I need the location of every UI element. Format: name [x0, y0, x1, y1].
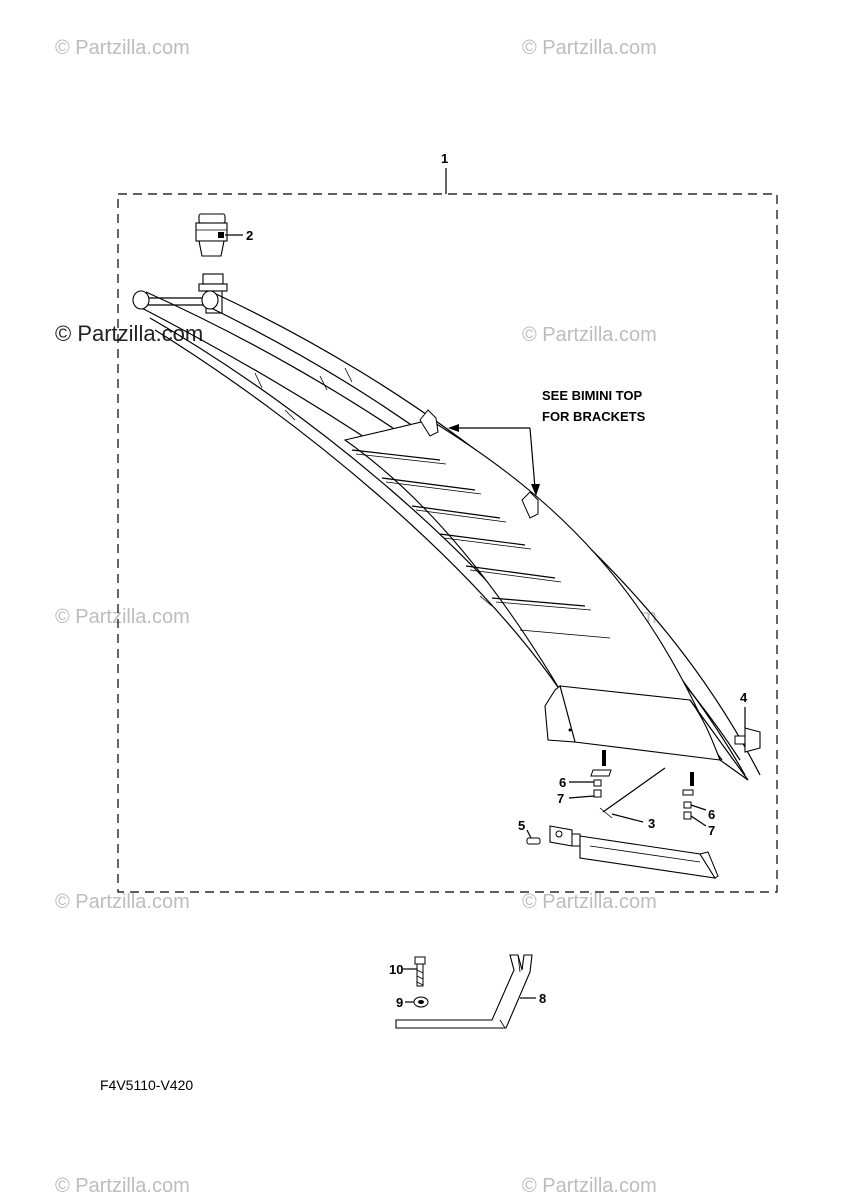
watermark: © Partzilla.com: [522, 324, 657, 346]
note-line-2: FOR BRACKETS: [542, 409, 646, 424]
part-5-pin: [526, 837, 541, 845]
callout-7a: 7: [557, 791, 564, 806]
part-2-cap: [195, 213, 228, 257]
callout-10: 10: [389, 962, 403, 977]
louver-slats: [351, 449, 611, 639]
assembly-boundary: [117, 193, 778, 893]
part-6-spacer-right: [682, 789, 694, 796]
part-7-nut-left: [593, 779, 602, 787]
callout-4: 4: [740, 690, 748, 705]
part-3-cable: [599, 767, 666, 819]
watermark: © Partzilla.com: [55, 321, 203, 346]
watermark: © Partzilla.com: [522, 37, 657, 59]
callout-7b: 7: [708, 823, 715, 838]
callout-2: 2: [246, 228, 253, 243]
hinge-bar: [549, 825, 719, 879]
watermark: © Partzilla.com: [55, 891, 190, 913]
diagram-code: F4V5110-V420: [100, 1077, 193, 1093]
callout-6a: 6: [559, 775, 566, 790]
part-10-bolt: [414, 956, 426, 987]
watermark: © Partzilla.com: [522, 891, 657, 913]
part-7-nut-right: [683, 811, 692, 820]
arch-tower: [132, 273, 761, 781]
part-6-spacer-right: [683, 801, 692, 809]
callout-3: 3: [648, 816, 655, 831]
stud-left: [602, 750, 606, 766]
note-arrows: [448, 424, 540, 496]
watermark: © Partzilla.com: [55, 1175, 190, 1197]
callout-8: 8: [539, 991, 546, 1006]
stud-right: [690, 772, 694, 786]
watermark: © Partzilla.com: [55, 37, 190, 59]
callout-9: 9: [396, 995, 403, 1010]
part-6-spacer-left: [590, 769, 612, 777]
watermark: © Partzilla.com: [522, 1175, 657, 1197]
part-7-nut-left: [593, 789, 602, 798]
part-4-knob: [734, 727, 761, 753]
note-line-1: SEE BIMINI TOP: [542, 388, 642, 403]
callout-1: 1: [441, 151, 448, 166]
callout-5: 5: [518, 818, 525, 833]
part-8-bracket: [395, 954, 533, 1029]
callout-6b: 6: [708, 807, 715, 822]
watermark: © Partzilla.com: [55, 606, 190, 628]
